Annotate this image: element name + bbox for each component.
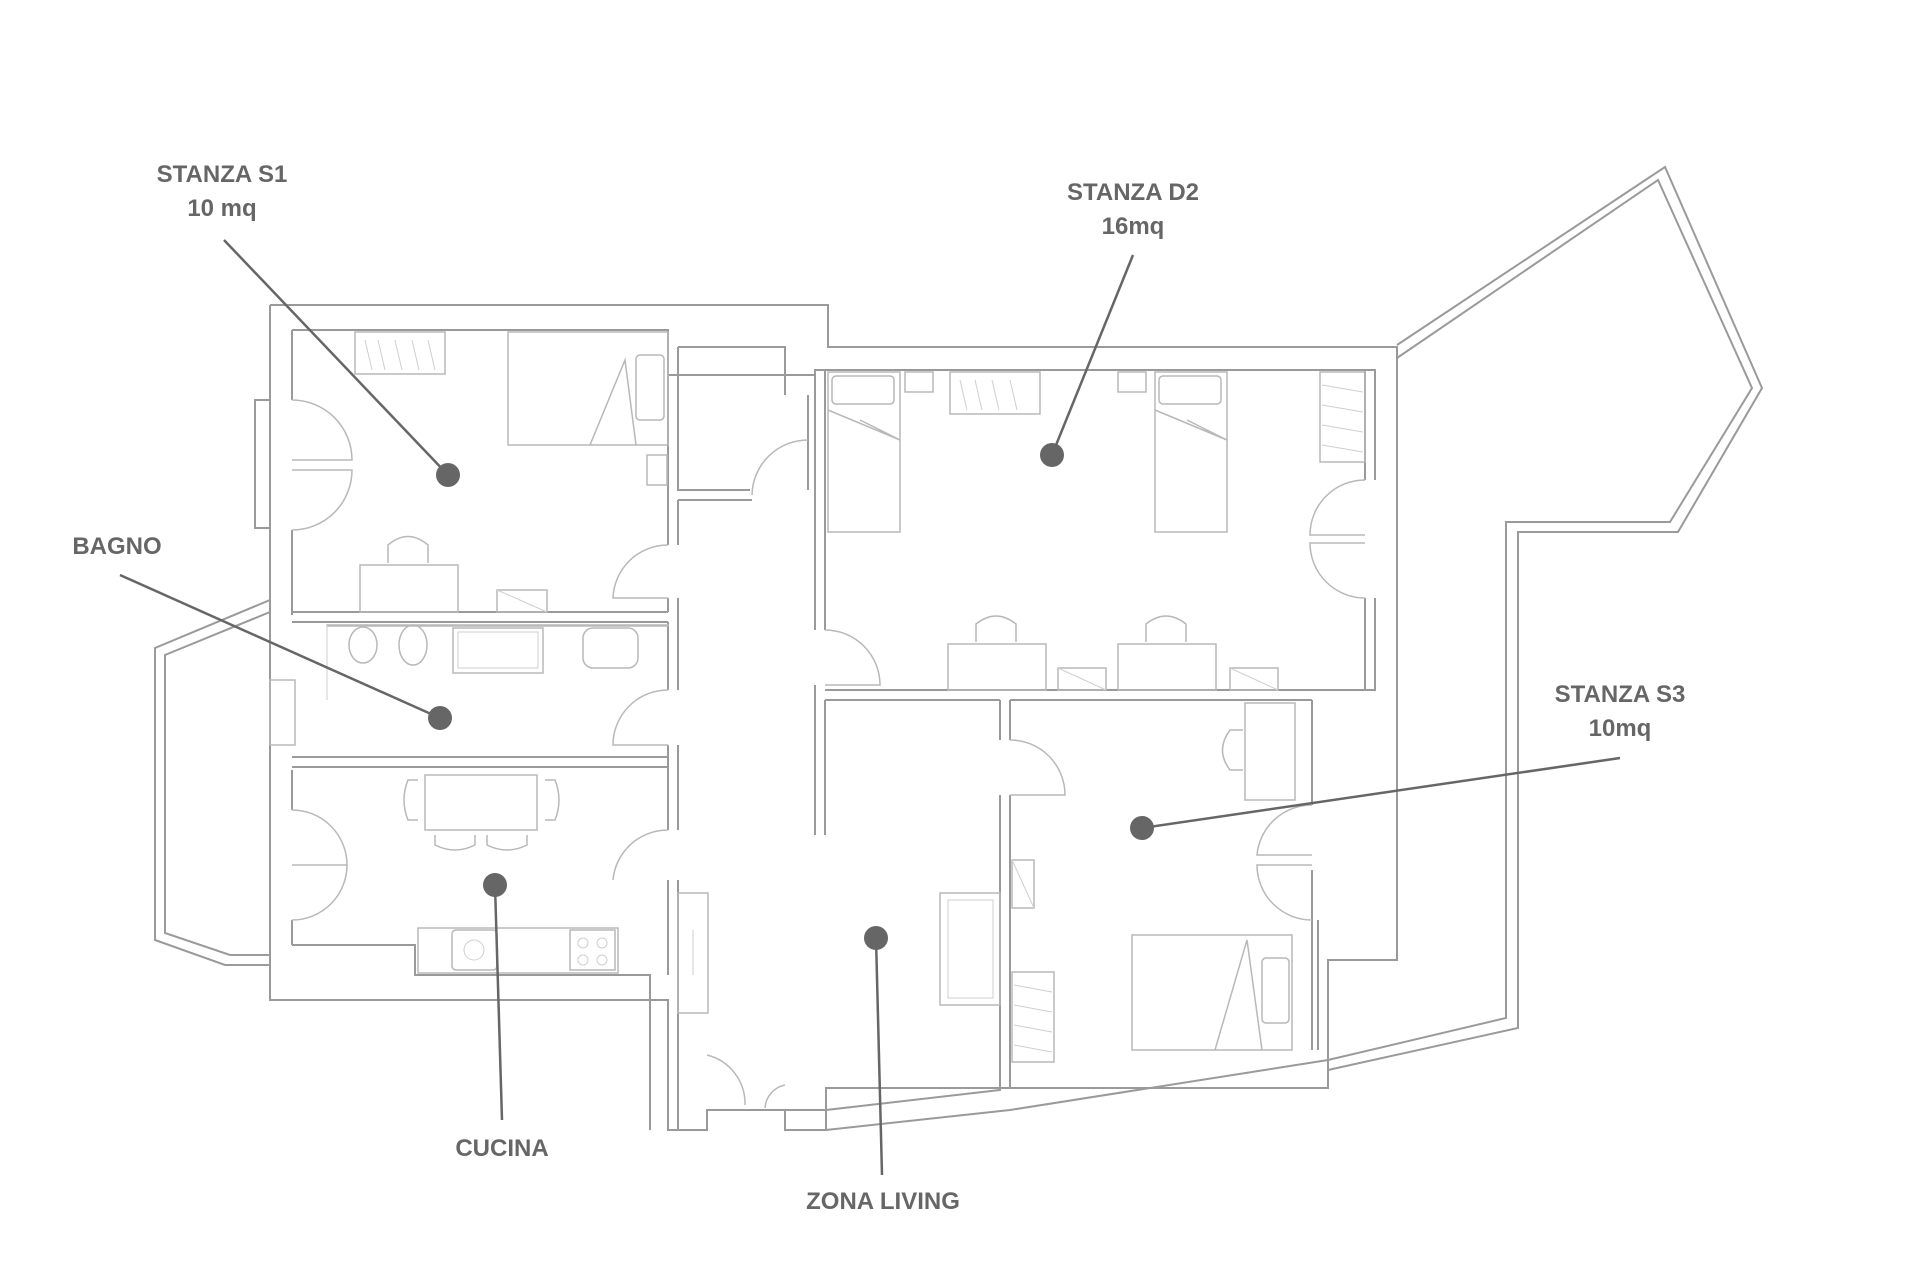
door-bagno-icon [612, 689, 669, 746]
window-bagno-icon [269, 679, 296, 746]
door-s3-icon [1009, 739, 1066, 796]
sofa-icon [939, 892, 1001, 1006]
bed-d2-right-icon [1154, 371, 1228, 533]
label-stanza-s1: STANZA S1 10 mq [157, 158, 288, 226]
leaders [119, 239, 1621, 1176]
door-cucina-icon [612, 829, 669, 881]
terraces [154, 165, 1764, 1071]
label-stanza-s3-area: 10mq [1588, 715, 1652, 742]
window-s1-upper-door-icon [291, 399, 353, 461]
leader-stanza-s3 [1141, 756, 1621, 830]
leader-stanza-d2 [1050, 254, 1135, 456]
kitchen-sink-icon [451, 929, 498, 971]
kitchen-counter-icon [417, 927, 619, 974]
inner-wall-outline [292, 329, 1376, 480]
interior-walls [292, 330, 1375, 1130]
doors [291, 399, 1366, 1109]
window-cucina-lower-door-icon [291, 864, 348, 921]
marker-bagno [428, 706, 452, 730]
label-stanza-s3-name: STANZA S3 [1554, 681, 1686, 708]
label-stanza-s1-area: 10 mq [187, 195, 257, 222]
window-s3-upper-door-icon [1256, 804, 1313, 856]
bed-s3-icon [1131, 934, 1293, 1051]
label-cucina-name: CUCINA [455, 1135, 549, 1162]
label-zona-living: ZONA LIVING [806, 1185, 960, 1219]
label-bagno: BAGNO [72, 530, 161, 564]
toilet-icon [398, 624, 428, 666]
desk-s1-icon [359, 564, 459, 613]
bed-s1-icon [507, 331, 669, 446]
chair-s3-icon [1221, 729, 1243, 771]
leader-zona-living [874, 937, 884, 1176]
label-bagno-name: BAGNO [72, 533, 162, 560]
label-stanza-d2-area: 16mq [1101, 213, 1165, 240]
window-s1-lower-door-icon [291, 469, 353, 531]
desk-d2-right-icon [1117, 643, 1217, 691]
window-cucina-upper-door-icon [291, 809, 348, 866]
label-stanza-d2-name: STANZA D2 [1067, 179, 1199, 206]
entrance-left-door-icon [706, 1054, 746, 1106]
door-closet-icon [751, 439, 809, 496]
bed-d2-left-icon [827, 371, 901, 533]
wardrobe-s3-icon [1011, 971, 1055, 1063]
label-stanza-s3: STANZA S3 10mq [1555, 678, 1686, 746]
bidet-icon [348, 626, 378, 664]
marker-stanza-s3 [1130, 816, 1154, 840]
door-d2-icon [824, 629, 881, 686]
label-stanza-s1-name: STANZA S1 [156, 161, 288, 188]
furniture [269, 331, 1366, 1063]
chair-s1-icon [387, 535, 429, 563]
label-cucina: CUCINA [455, 1132, 548, 1166]
door-s1-icon [612, 544, 669, 599]
window-d2-lower-door-icon [1309, 542, 1366, 599]
sink-icon [582, 627, 639, 669]
desk-s3-icon [1244, 702, 1296, 801]
left-terrace [154, 599, 271, 966]
shower-icon [452, 627, 544, 674]
label-zona-living-name: ZONA LIVING [806, 1188, 960, 1215]
wardrobe-d2-icon [949, 371, 1041, 415]
leader-stanza-s1 [223, 239, 449, 476]
desk-d2-left-icon [947, 643, 1047, 691]
marker-stanza-s1 [436, 463, 460, 487]
leader-bagno [119, 573, 441, 720]
chair-d2-right-icon [1145, 615, 1187, 642]
marker-cucina [483, 873, 507, 897]
window-s3-lower-door-icon [1256, 864, 1313, 921]
stove-icon [569, 929, 616, 971]
leader-cucina [493, 884, 504, 1121]
wardrobe-s1-icon [354, 331, 446, 375]
wardrobe-d2-right-icon [1319, 371, 1366, 463]
corridor-closet-icon [677, 892, 709, 1014]
chair-d2-left-icon [975, 615, 1017, 642]
marker-zona-living [864, 926, 888, 950]
entrance-right-door-icon [764, 1084, 786, 1109]
label-stanza-d2: STANZA D2 16mq [1067, 176, 1199, 244]
window-d2-upper-door-icon [1309, 479, 1366, 536]
dining-table-icon [424, 774, 538, 831]
marker-stanza-d2 [1040, 443, 1064, 467]
right-terrace [1327, 165, 1764, 1071]
